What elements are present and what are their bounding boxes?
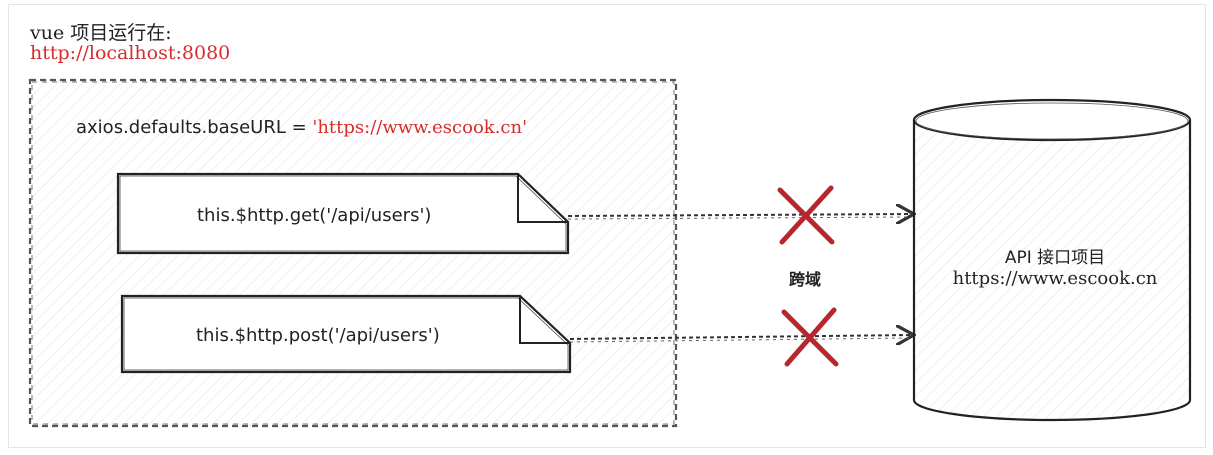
frontend-title: vue 项目运行在: — [30, 22, 172, 44]
blocked-cross-icon — [781, 307, 839, 367]
server-name: API 接口项目 — [1004, 248, 1106, 268]
server-url: https://www.escook.cn — [952, 268, 1158, 289]
post-request-box — [120, 294, 572, 374]
get-request-box — [116, 172, 570, 255]
axios-baseurl-prefix: axios.defaults.baseURL = — [76, 117, 313, 138]
get-request-arrow — [567, 214, 912, 219]
api-server-database-icon — [912, 98, 1192, 422]
axios-baseurl-value: 'https://www.escook.cn' — [312, 117, 528, 138]
blocked-cross-icon — [777, 185, 835, 245]
post-request-arrow — [569, 335, 912, 342]
get-request-code: this.$http.get('/api/users') — [197, 205, 432, 226]
axios-baseurl-line: axios.defaults.baseURL = 'https://www.es… — [76, 117, 527, 138]
frontend-url: http://localhost:8080 — [30, 42, 231, 64]
post-request-code: this.$http.post('/api/users') — [196, 325, 440, 346]
cors-label: 跨域 — [789, 270, 822, 289]
